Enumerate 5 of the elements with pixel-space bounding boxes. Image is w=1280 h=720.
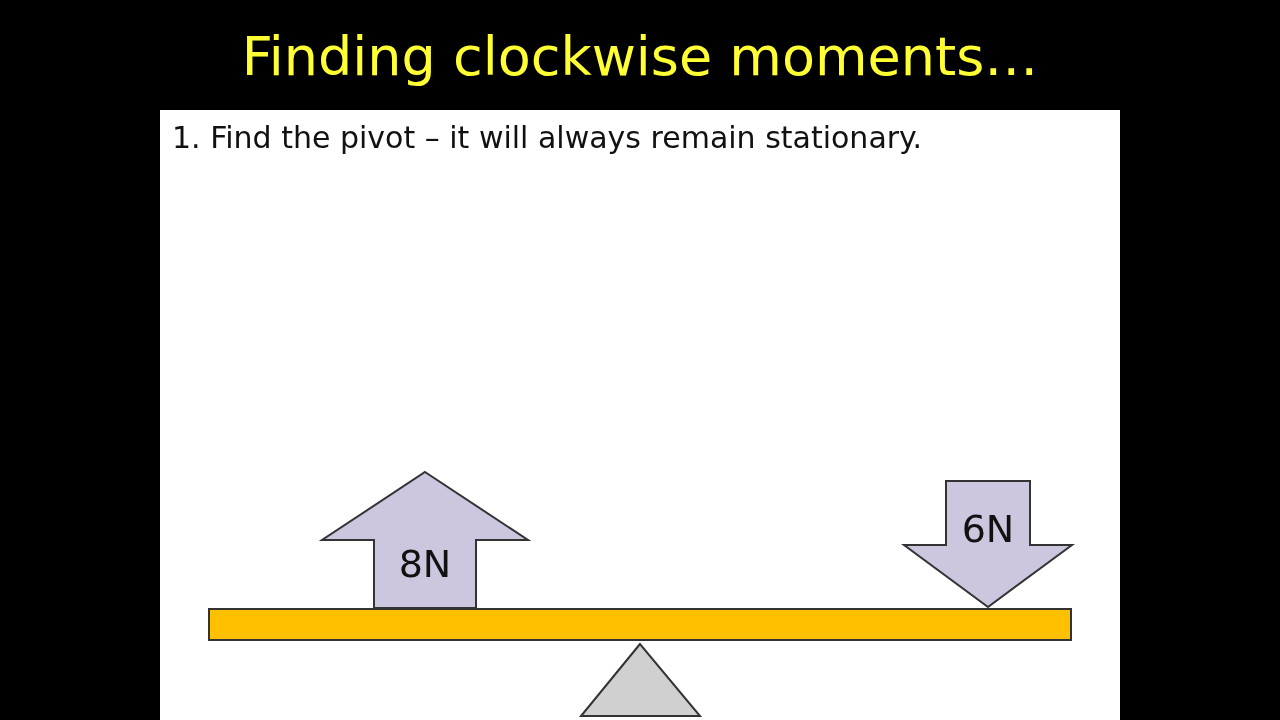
- instruction-text: 1. Find the pivot – it will always remain stationary.: [172, 119, 923, 157]
- slide-title: Finding clockwise moments…: [240, 24, 1040, 90]
- downward-force-arrow: [904, 481, 1072, 607]
- force-label: 6N: [960, 507, 1016, 551]
- force-label: 8N: [397, 542, 453, 586]
